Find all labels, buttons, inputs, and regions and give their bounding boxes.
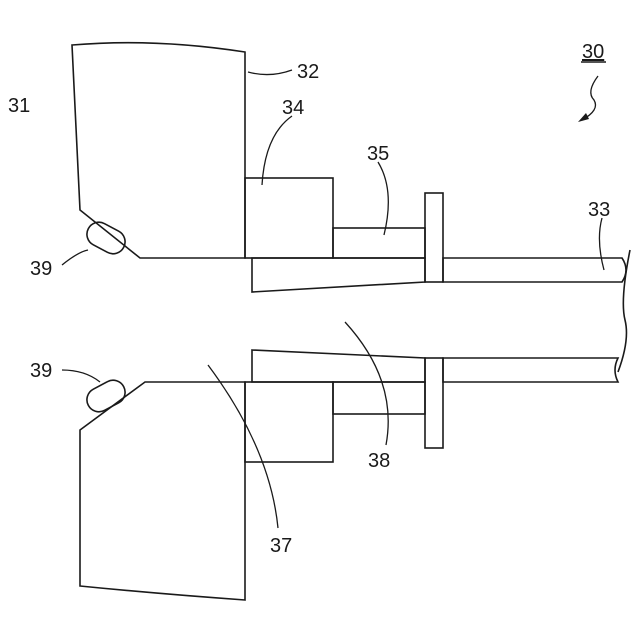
leader-39b [62, 370, 100, 382]
upper-flange [425, 193, 443, 282]
leader-35 [378, 162, 388, 235]
lower-housing-wall [80, 382, 245, 600]
lower-flange [425, 358, 443, 448]
leader-arrow-30 [578, 113, 589, 122]
label-38: 38 [368, 450, 390, 472]
label-32: 32 [297, 61, 319, 83]
upper-tube-wall-33 [443, 258, 626, 282]
lower-tapered-sleeve [252, 350, 425, 382]
leader-34 [262, 116, 292, 185]
upper-housing-wall [72, 43, 245, 258]
upper-tapered-sleeve [252, 258, 425, 292]
leader-38 [345, 322, 388, 445]
leader-32 [248, 70, 292, 75]
label-39-lower: 39 [30, 360, 52, 382]
leader-33 [599, 218, 604, 270]
label-39-upper: 39 [30, 258, 52, 280]
upper-block-34 [245, 178, 333, 258]
leader-39a [62, 250, 88, 265]
label-30: 30 [582, 41, 604, 63]
label-35: 35 [367, 143, 389, 165]
lower-step [333, 382, 425, 414]
lower-seal-39 [83, 376, 130, 416]
lower-tube-wall [443, 358, 618, 382]
label-31: 31 [8, 95, 30, 117]
tube-break-line [618, 250, 630, 372]
label-37: 37 [270, 535, 292, 557]
leader-30 [582, 76, 598, 120]
label-33: 33 [588, 199, 610, 221]
leader-37 [208, 365, 278, 528]
label-34: 34 [282, 97, 304, 119]
upper-seal-39 [83, 218, 130, 258]
upper-step-35 [333, 228, 425, 258]
